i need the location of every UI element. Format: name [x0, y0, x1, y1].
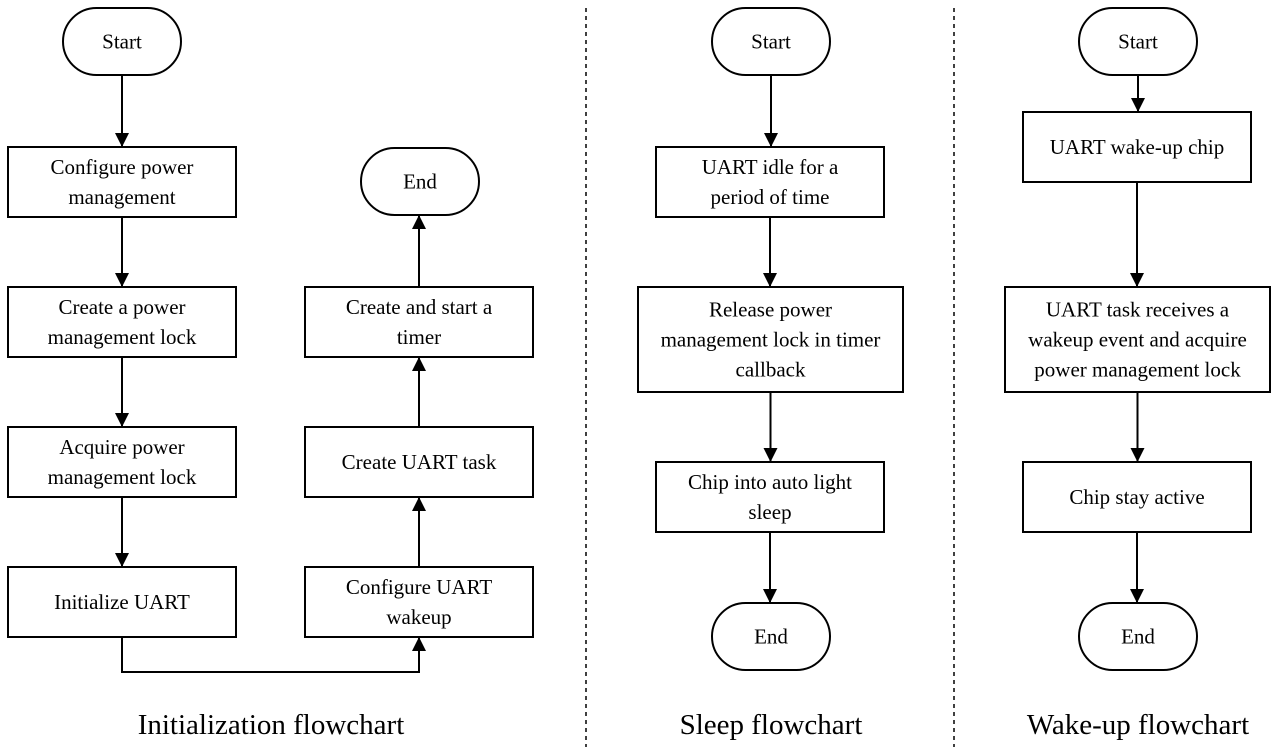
node-label: Start [102, 30, 142, 54]
process-box [1004, 286, 1271, 393]
node-label: management lock [48, 325, 197, 349]
process-box [637, 286, 904, 393]
node-label: Create a power [58, 295, 185, 319]
node-wake-end: End [1078, 602, 1198, 671]
process-box [1022, 461, 1252, 533]
process-box [7, 146, 237, 218]
node-init-configure-pm: Configure power management [7, 146, 237, 218]
node-label: management lock in timer [661, 328, 881, 352]
edges-layer [115, 75, 1145, 673]
node-wake-task-receives: UART task receives a wakeup event and acq… [1004, 286, 1271, 393]
node-init-create-timer: Create and start a timer [304, 286, 534, 358]
node-label: wakeup [386, 605, 451, 629]
terminal-shape [711, 7, 831, 76]
node-label: UART wake-up chip [1050, 135, 1224, 159]
terminal-shape [1078, 7, 1198, 76]
caption-sleep: Sleep flowchart [680, 709, 863, 741]
node-label: period of time [711, 185, 830, 209]
terminal-shape [1078, 602, 1198, 671]
terminal-shape [360, 147, 480, 216]
node-label: End [1121, 625, 1155, 649]
node-label: management lock [48, 465, 197, 489]
node-init-configure-wakeup: Configure UART wakeup [304, 566, 534, 638]
node-label: Start [1118, 30, 1158, 54]
process-box [304, 286, 534, 358]
node-init-start: Start [62, 7, 182, 76]
node-label: Acquire power [59, 435, 184, 459]
node-init-create-task: Create UART task [304, 426, 534, 498]
node-label: Create and start a [346, 295, 493, 319]
arrow-init-uart-to-init-configure-wakeup [121, 637, 426, 673]
caption-wakeup: Wake-up flowchart [1027, 709, 1249, 741]
process-box [655, 461, 885, 533]
node-sleep-start: Start [711, 7, 831, 76]
node-label: UART idle for a [702, 155, 839, 179]
node-label: sleep [748, 500, 791, 524]
node-label: management [68, 185, 175, 209]
node-label: UART task receives a [1046, 298, 1230, 322]
node-init-acquire-lock: Acquire power management lock [7, 426, 237, 498]
node-sleep-uart-idle: UART idle for a period of time [655, 146, 885, 218]
node-init-create-lock: Create a power management lock [7, 286, 237, 358]
node-label: Configure power [51, 155, 194, 179]
node-label: callback [736, 358, 806, 382]
node-label: End [754, 625, 788, 649]
node-init-end: End [360, 147, 480, 216]
node-label: Create UART task [342, 450, 497, 474]
node-wake-uart-wakeup-chip: UART wake-up chip [1022, 111, 1252, 183]
process-box [1022, 111, 1252, 183]
process-box [7, 566, 237, 638]
node-label: power management lock [1034, 358, 1241, 382]
terminal-shape [711, 602, 831, 671]
node-init-uart: Initialize UART [7, 566, 237, 638]
node-label: timer [397, 325, 441, 349]
node-sleep-release-lock: Release power management lock in timer cal… [637, 286, 904, 393]
node-wake-start: Start [1078, 7, 1198, 76]
process-box [7, 286, 237, 358]
process-box [304, 426, 534, 498]
process-box [7, 426, 237, 498]
node-label: wakeup event and acquire [1028, 328, 1247, 352]
terminal-shape [62, 7, 182, 76]
node-label: Release power [709, 298, 832, 322]
node-label: Initialize UART [54, 590, 190, 614]
process-box [304, 566, 534, 638]
node-label: End [403, 170, 437, 194]
node-label: Start [751, 30, 791, 54]
node-sleep-chip-light-sleep: Chip into auto light sleep [655, 461, 885, 533]
node-label: Chip into auto light [688, 470, 852, 494]
node-sleep-end: End [711, 602, 831, 671]
caption-initialization: Initialization flowchart [138, 709, 405, 741]
node-label: Configure UART [346, 575, 492, 599]
node-label: Chip stay active [1069, 485, 1204, 509]
process-box [655, 146, 885, 218]
node-wake-chip-active: Chip stay active [1022, 461, 1252, 533]
